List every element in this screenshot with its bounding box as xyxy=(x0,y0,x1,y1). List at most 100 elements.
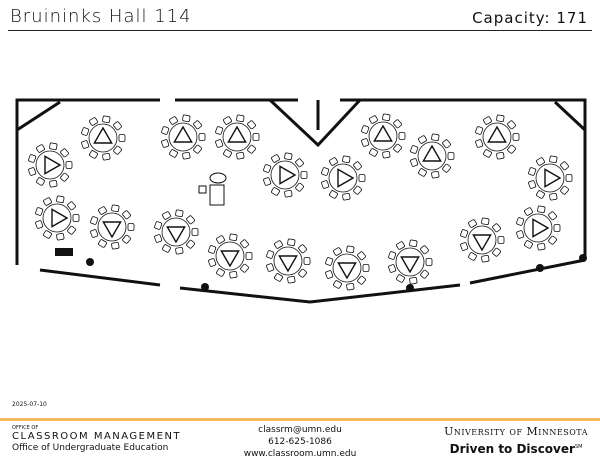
chair xyxy=(229,233,238,242)
round-table xyxy=(266,238,311,284)
chair xyxy=(28,154,37,163)
chair xyxy=(333,280,342,289)
chair xyxy=(111,204,120,213)
chair xyxy=(553,224,561,232)
table-top xyxy=(400,256,420,274)
room-title: Bruininks Hall 114 xyxy=(10,6,192,27)
chair xyxy=(431,133,440,142)
chair xyxy=(298,268,307,278)
plan-date: 2025-07-10 xyxy=(12,401,47,408)
chair xyxy=(431,170,440,179)
chair xyxy=(162,211,171,220)
table-top xyxy=(472,234,492,252)
chair xyxy=(536,190,545,199)
chair xyxy=(342,155,351,164)
chair xyxy=(492,223,501,233)
chair xyxy=(516,230,525,239)
chair xyxy=(447,152,455,160)
chair xyxy=(193,144,202,154)
chair xyxy=(240,263,249,273)
chair xyxy=(102,152,111,161)
chair xyxy=(483,149,492,158)
table-top xyxy=(279,165,297,185)
chair xyxy=(398,132,406,140)
chair xyxy=(240,239,249,249)
service-mark: SM xyxy=(574,444,583,450)
chair xyxy=(388,251,397,260)
table-top xyxy=(220,250,240,268)
email-link[interactable]: classrm@umn.edu xyxy=(258,425,342,435)
chair xyxy=(346,245,355,254)
chair xyxy=(35,220,44,229)
table-top xyxy=(337,262,357,280)
chair xyxy=(524,240,533,249)
chair xyxy=(161,139,170,148)
round-table xyxy=(528,155,573,201)
chair xyxy=(81,140,90,149)
chair xyxy=(193,120,202,130)
chair xyxy=(396,241,405,250)
office-name: CLASSROOM MANAGEMENT xyxy=(12,431,182,442)
chair xyxy=(72,214,80,222)
chair xyxy=(35,207,44,216)
chair xyxy=(560,161,569,171)
chair xyxy=(43,230,52,239)
chair xyxy=(524,207,533,216)
chair xyxy=(382,113,391,122)
table-top xyxy=(544,168,562,188)
chair xyxy=(537,242,546,251)
chair xyxy=(229,270,238,279)
chair xyxy=(468,219,477,228)
table-top xyxy=(278,255,298,273)
chair xyxy=(295,182,304,192)
chair xyxy=(182,114,191,123)
room-walls xyxy=(15,98,587,304)
chair xyxy=(154,221,163,230)
chair xyxy=(516,217,525,226)
chair xyxy=(300,171,308,179)
chair xyxy=(361,125,370,134)
chair xyxy=(215,126,224,135)
university-logo: University of Minnesota Driven to Discov… xyxy=(444,425,588,456)
website-link[interactable]: www.classroom.umn.edu xyxy=(243,449,357,459)
chair xyxy=(245,252,253,260)
chair xyxy=(481,254,490,263)
chair xyxy=(329,157,338,166)
chair xyxy=(60,172,69,182)
chair xyxy=(208,258,217,267)
table-top xyxy=(487,125,507,143)
chair xyxy=(442,163,451,173)
chair xyxy=(263,164,272,173)
chair xyxy=(216,268,225,277)
chair xyxy=(175,209,184,218)
chair xyxy=(274,240,283,249)
chair xyxy=(410,158,419,167)
chair xyxy=(460,229,469,238)
chair xyxy=(492,247,501,257)
chair xyxy=(369,115,378,124)
chair xyxy=(113,145,122,155)
contact-info: classrm@umn.edu 612-625-1086 www.classro… xyxy=(220,424,380,460)
chair xyxy=(113,121,122,131)
chair xyxy=(321,180,330,189)
chair xyxy=(182,151,191,160)
chair xyxy=(287,238,296,247)
chair xyxy=(418,168,427,177)
chair xyxy=(162,244,171,253)
round-table xyxy=(90,204,135,250)
chair xyxy=(215,139,224,148)
chair xyxy=(496,151,505,160)
chair xyxy=(549,155,558,164)
chair xyxy=(223,149,232,158)
chair xyxy=(161,126,170,135)
chair xyxy=(90,216,99,225)
chair xyxy=(496,114,505,123)
chair xyxy=(393,119,402,129)
chair xyxy=(382,150,391,159)
chair xyxy=(396,274,405,283)
round-table xyxy=(215,114,260,160)
chair xyxy=(65,161,73,169)
chair xyxy=(357,251,366,261)
chair xyxy=(342,192,351,201)
chair xyxy=(481,217,490,226)
